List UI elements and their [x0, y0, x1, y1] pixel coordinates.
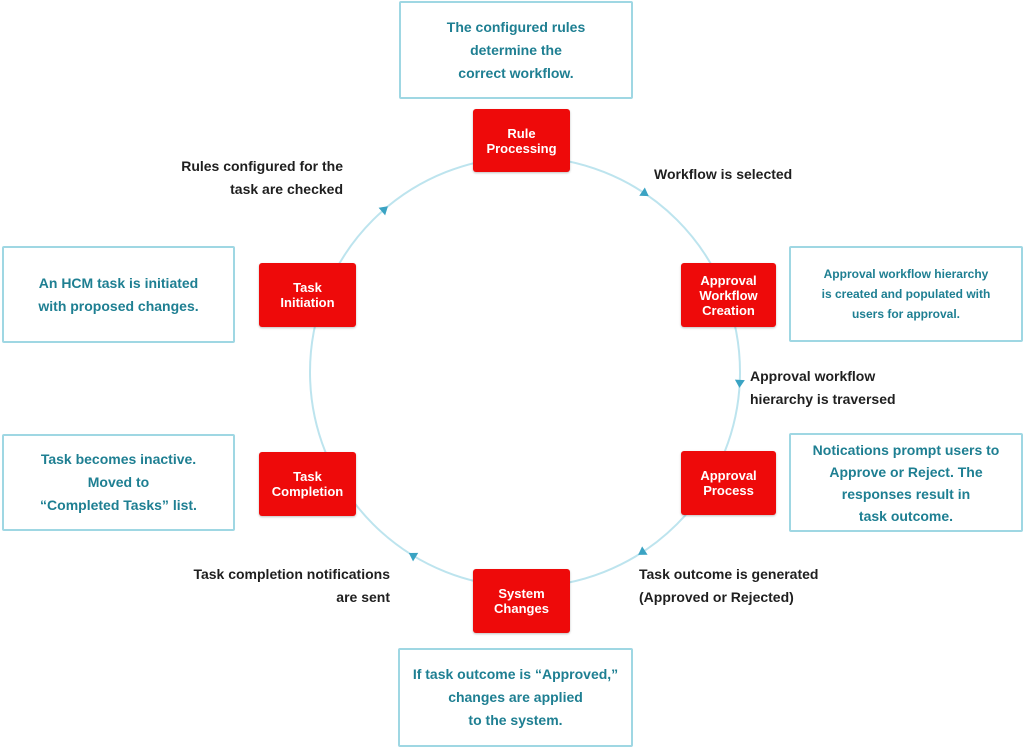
step-rule-processing: Rule Processing: [473, 109, 570, 172]
arrow-rules-checked: [378, 206, 388, 216]
arrow-hierarchy-traversed: [734, 379, 745, 388]
step-task-initiation: Task Initiation: [259, 263, 356, 327]
transition-label-workflow-selected: Workflow is selected: [654, 166, 793, 182]
info-box-approval-workflow-creation: Approval workflow hierarchy is created a…: [789, 246, 1023, 342]
step-label-task-initiation: Task Initiation: [280, 280, 335, 310]
cycle-ring-circle: [309, 156, 741, 588]
info-text-approval-workflow-creation: Approval workflow hierarchy is created a…: [821, 267, 991, 321]
info-text-approval-process: Notications prompt users to Approve or R…: [812, 441, 1000, 524]
info-box-system-changes: If task outcome is “Approved,” changes a…: [398, 648, 633, 747]
info-box-approval-process: Notications prompt users to Approve or R…: [789, 433, 1023, 532]
transition-label-completion-notifications: Task completion notifications are sent: [193, 566, 390, 605]
step-task-completion: Task Completion: [259, 452, 356, 516]
info-box-rule-processing: The configured rules determine the corre…: [399, 1, 633, 99]
step-label-approval-workflow-creation: Approval Workflow Creation: [699, 272, 758, 318]
transition-label-hierarchy-traversed: Approval workflow hierarchy is traversed: [750, 368, 896, 407]
arrow-completion-notifications: [408, 552, 419, 562]
step-label-task-completion: Task Completion: [271, 469, 344, 499]
step-approval-process: Approval Process: [681, 451, 776, 515]
info-text-task-initiation: An HCM task is initiated with proposed c…: [38, 274, 199, 314]
step-label-rule-processing: Rule Processing: [486, 125, 557, 156]
step-label-system-changes: System Changes: [494, 586, 549, 616]
info-text-rule-processing: The configured rules determine the corre…: [446, 18, 586, 81]
arrow-workflow-selected: [639, 187, 649, 197]
transition-label-outcome-generated: Task outcome is generated (Approved or R…: [639, 566, 819, 605]
transition-label-rules-checked: Rules configured for the task are checke…: [181, 158, 343, 197]
info-box-task-initiation: An HCM task is initiated with proposed c…: [2, 246, 235, 343]
info-text-task-completion: Task becomes inactive. Moved to “Complet…: [40, 451, 197, 513]
step-system-changes: System Changes: [473, 569, 570, 633]
step-label-approval-process: Approval Process: [700, 468, 757, 498]
arrow-outcome-generated: [638, 546, 648, 555]
info-text-system-changes: If task outcome is “Approved,” changes a…: [412, 666, 619, 728]
step-approval-workflow-creation: Approval Workflow Creation: [681, 263, 776, 327]
cycle-arrows: [378, 187, 745, 562]
info-box-task-completion: Task becomes inactive. Moved to “Complet…: [2, 434, 235, 531]
